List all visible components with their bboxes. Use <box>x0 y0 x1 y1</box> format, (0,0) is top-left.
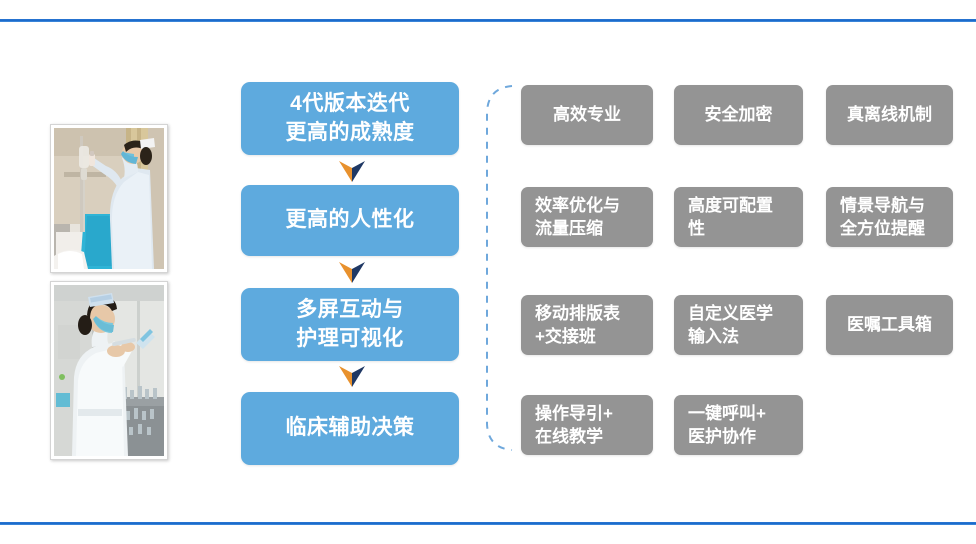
feature-box-r3c1[interactable]: 移动排版表 +交接班 <box>521 295 653 355</box>
process-step-3-line-1: 多屏互动与 <box>296 298 404 322</box>
feature-box-r1c1-line-1: 高效专业 <box>553 105 621 125</box>
feature-box-r4c2-line-1: 一键呼叫+ <box>688 403 766 423</box>
feature-box-r1c3[interactable]: 真离线机制 <box>826 85 953 145</box>
feature-box-r2c3-line-1: 情景导航与 <box>840 195 925 215</box>
process-step-4-line-1: 临床辅助决策 <box>285 416 415 440</box>
nurse-preparing-medication-illustration <box>54 285 164 456</box>
feature-box-r4c2[interactable]: 一键呼叫+ 医护协作 <box>674 395 803 455</box>
process-step-3[interactable]: 多屏互动与 护理可视化 <box>241 288 459 361</box>
dashed-bracket-connector <box>478 82 516 454</box>
bottom-accent-rule <box>0 522 976 525</box>
feature-box-r2c3-line-2: 全方位提醒 <box>840 219 925 238</box>
feature-box-r4c1-line-2: 在线教学 <box>535 427 603 446</box>
process-step-1-line-1: 4代版本迭代 <box>290 92 410 116</box>
process-step-4-label: 临床辅助决策 <box>286 414 415 442</box>
process-step-1[interactable]: 4代版本迭代 更高的成熟度 <box>241 82 459 155</box>
feature-box-r4c1[interactable]: 操作导引+ 在线教学 <box>521 395 653 455</box>
feature-box-r4c2-line-2: 医护协作 <box>688 427 756 446</box>
feature-box-r3c2[interactable]: 自定义医学 输入法 <box>674 295 803 355</box>
process-step-2-line-1: 更高的人性化 <box>285 208 415 232</box>
feature-box-r1c2[interactable]: 安全加密 <box>674 85 803 145</box>
photo-frame-inner <box>54 285 164 456</box>
process-step-3-label: 多屏互动与 护理可视化 <box>296 296 404 353</box>
feature-box-r2c1-line-2: 流量压缩 <box>535 219 603 238</box>
feature-box-r4c1-line-1: 操作导引+ <box>535 403 613 423</box>
feature-box-r2c2-line-1: 高度可配置 <box>688 195 773 215</box>
process-step-3-line-2: 护理可视化 <box>296 326 404 350</box>
feature-box-r3c1-line-1: 移动排版表 <box>535 303 620 323</box>
photo-nurse-adjusting-iv-drip <box>50 124 168 273</box>
feature-box-r1c3-line-1: 真离线机制 <box>847 105 932 125</box>
nurse-iv-illustration <box>54 128 164 269</box>
feature-box-r2c2-line-2: 性 <box>688 219 705 238</box>
feature-box-r3c2-line-1: 自定义医学 <box>688 303 773 323</box>
feature-box-r3c3[interactable]: 医嘱工具箱 <box>826 295 953 355</box>
feature-box-r1c1[interactable]: 高效专业 <box>521 85 653 145</box>
chevron-down-icon-2 <box>339 262 365 283</box>
feature-box-r3c2-line-2: 输入法 <box>688 327 739 346</box>
photo-nurse-preparing-medication <box>50 281 168 460</box>
chevron-down-icon-3 <box>339 366 365 387</box>
process-step-2-label: 更高的人性化 <box>286 206 415 234</box>
process-step-4[interactable]: 临床辅助决策 <box>241 392 459 465</box>
feature-box-r1c2-line-1: 安全加密 <box>704 105 773 125</box>
feature-box-r2c2[interactable]: 高度可配置 性 <box>674 187 803 247</box>
photo-frame-inner <box>54 128 164 269</box>
top-accent-rule <box>0 19 976 22</box>
feature-box-r3c3-line-1: 医嘱工具箱 <box>847 315 932 335</box>
feature-box-r2c1-line-1: 效率优化与 <box>535 195 620 215</box>
chevron-down-icon-1 <box>339 161 365 182</box>
feature-box-r3c1-line-2: +交接班 <box>535 327 596 346</box>
process-step-2[interactable]: 更高的人性化 <box>241 185 459 256</box>
feature-box-r2c1[interactable]: 效率优化与 流量压缩 <box>521 187 653 247</box>
process-step-1-line-2: 更高的成熟度 <box>285 120 415 144</box>
process-step-1-label: 4代版本迭代 更高的成熟度 <box>286 90 415 147</box>
feature-box-r2c3[interactable]: 情景导航与 全方位提醒 <box>826 187 953 247</box>
